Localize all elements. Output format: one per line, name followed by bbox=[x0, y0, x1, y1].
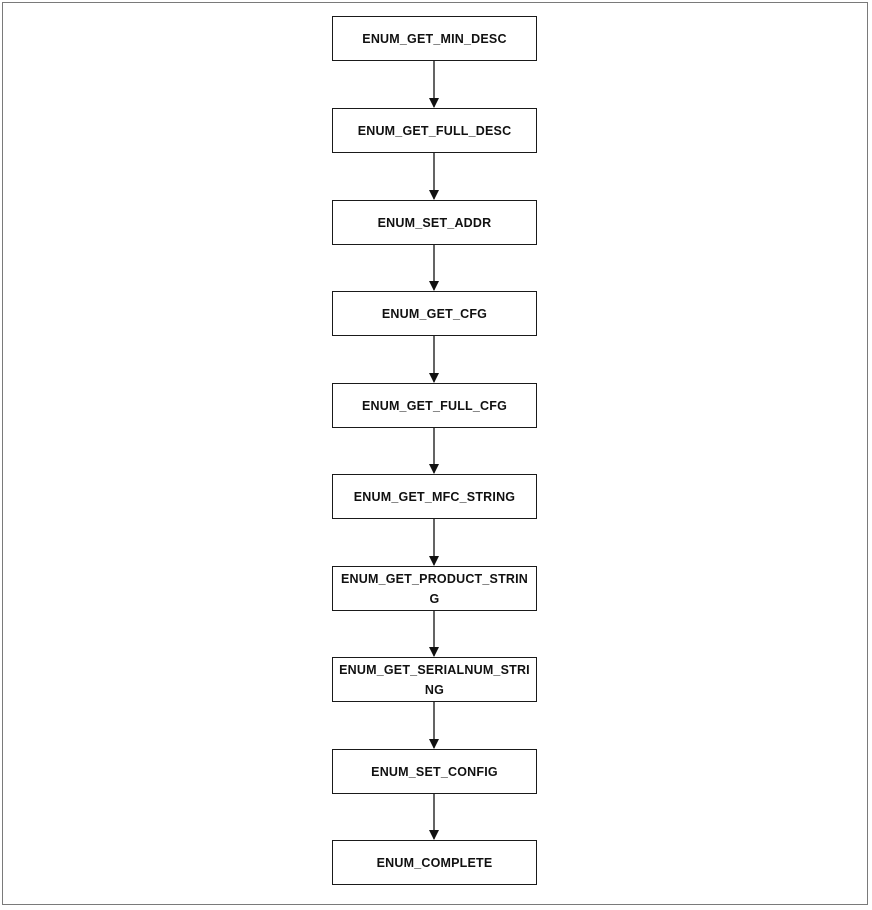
flow-node-enum-get-full-desc: ENUM_GET_FULL_DESC bbox=[332, 108, 537, 153]
node-label: ENUM_SET_ADDR bbox=[377, 215, 492, 230]
flow-node-enum-get-serialnum-string: ENUM_GET_SERIALNUM_STRING bbox=[332, 657, 537, 702]
node-label: ENUM_GET_FULL_CFG bbox=[361, 398, 508, 413]
flow-node-enum-get-cfg: ENUM_GET_CFG bbox=[332, 291, 537, 336]
node-label: ENUM_GET_PRODUCT_STRING bbox=[340, 571, 529, 606]
node-label: ENUM_GET_SERIALNUM_STRING bbox=[339, 662, 530, 697]
flow-node-enum-complete: ENUM_COMPLETE bbox=[332, 840, 537, 885]
node-label: ENUM_GET_MFC_STRING bbox=[353, 489, 516, 504]
node-label: ENUM_GET_FULL_DESC bbox=[357, 123, 512, 138]
flow-node-enum-set-config: ENUM_SET_CONFIG bbox=[332, 749, 537, 794]
flow-node-enum-get-mfc-string: ENUM_GET_MFC_STRING bbox=[332, 474, 537, 519]
flow-node-enum-set-addr: ENUM_SET_ADDR bbox=[332, 200, 537, 245]
flow-node-enum-get-product-string: ENUM_GET_PRODUCT_STRING bbox=[332, 566, 537, 611]
flow-node-enum-get-full-cfg: ENUM_GET_FULL_CFG bbox=[332, 383, 537, 428]
node-label: ENUM_GET_MIN_DESC bbox=[362, 31, 507, 46]
node-label: ENUM_COMPLETE bbox=[376, 855, 493, 870]
node-label: ENUM_SET_CONFIG bbox=[371, 764, 498, 779]
node-label: ENUM_GET_CFG bbox=[381, 306, 488, 321]
flow-node-enum-get-min-desc: ENUM_GET_MIN_DESC bbox=[332, 16, 537, 61]
